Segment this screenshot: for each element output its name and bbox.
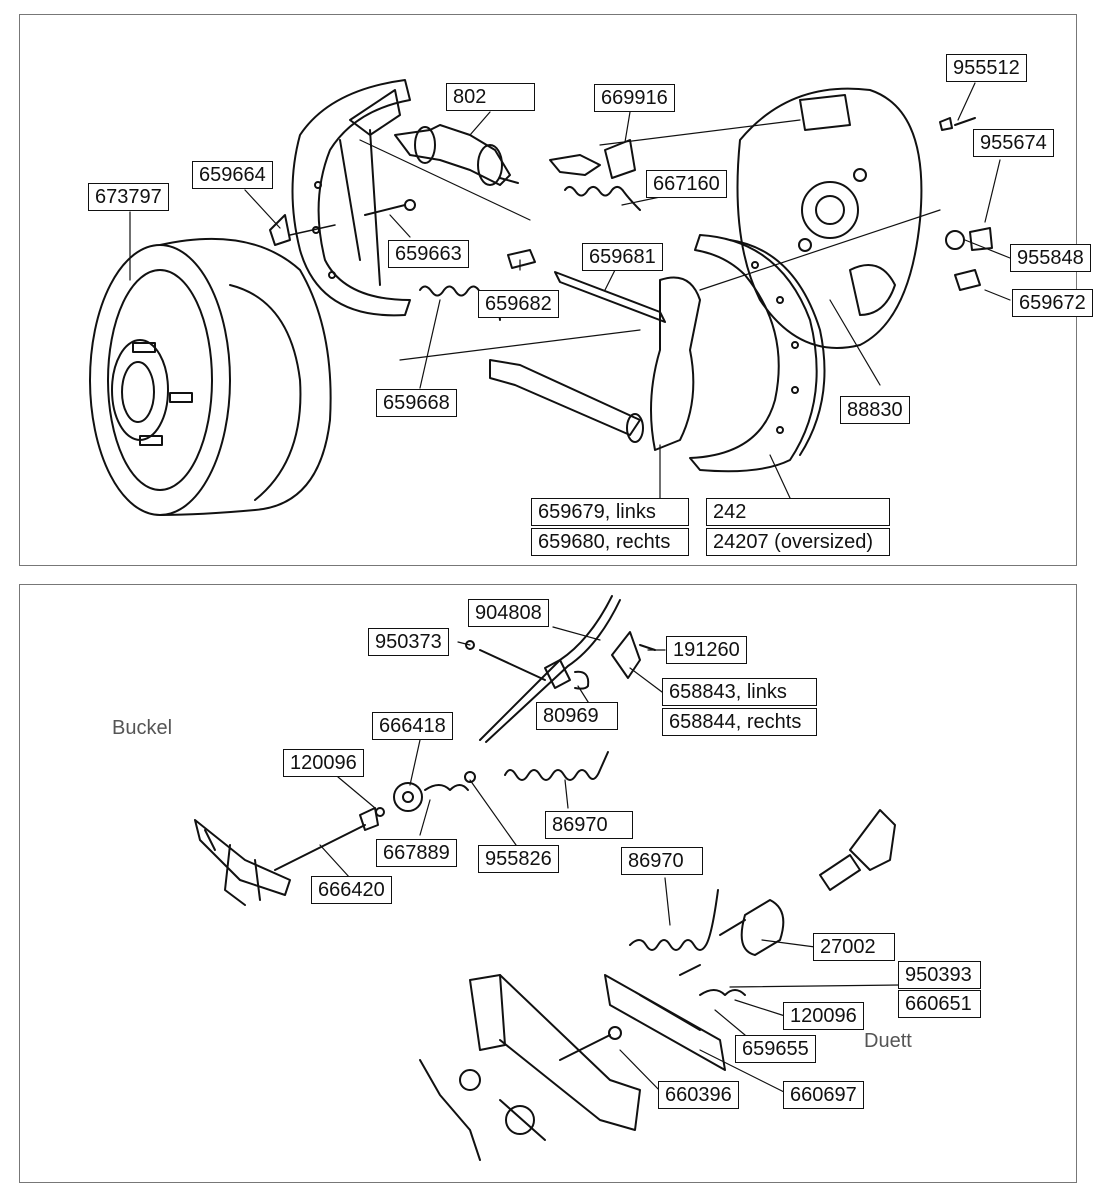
part-label-659664: 659664 [192,161,273,189]
part-label-955674: 955674 [973,129,1054,157]
part-label-659668: 659668 [376,389,457,417]
cable-bracket [611,631,641,679]
part-label-659663: 659663 [388,240,469,268]
part-label-802: 802 [446,83,535,111]
part-label-27002: 27002 [813,933,895,961]
retainer-clip [269,214,291,246]
part-label-242: 242 [706,498,890,526]
part-label-659672: 659672 [1012,289,1093,317]
wheel-cylinder [394,124,519,186]
part-label-659682: 659682 [478,290,559,318]
caption-duett: Duett [864,1030,912,1052]
part-label-955826: 955826 [478,845,559,873]
part-label-80969: 80969 [536,702,618,730]
part-label-660651: 660651 [898,990,981,1018]
adjuster-lever [489,276,701,451]
part-label-660396: 660396 [658,1081,739,1109]
backing-plate [736,87,923,349]
part-label-659680-rechts: 659680, rechts [531,528,689,556]
hold-down-pin [364,204,406,216]
part-label-658844-rechts: 658844, rechts [662,708,817,736]
part-label-950393: 950393 [898,961,981,989]
part-label-667889: 667889 [376,839,457,867]
part-label-669916: 669916 [594,84,675,112]
part-label-120096-duett: 120096 [783,1002,864,1030]
leader-lines-bottom [319,626,901,1096]
part-label-955512: 955512 [946,54,1027,82]
brake-drum [89,237,332,516]
part-label-88830: 88830 [840,396,910,424]
return-spring-upper [564,186,641,211]
part-label-667160: 667160 [646,170,727,198]
brake-shoe-left [291,79,411,317]
caption-buckel: Buckel [112,717,173,739]
leader-lines-top [129,82,1011,499]
part-label-904808: 904808 [468,599,549,627]
part-label-120096-buckel: 120096 [283,749,364,777]
adjuster-plate [604,139,636,179]
tension-spring-upper [504,751,609,781]
buckel-handbrake-lever [194,771,476,906]
equalizer-bracket [849,809,896,871]
part-label-659679-links: 659679, links [531,498,689,526]
part-label-86970-lower: 86970 [621,847,703,875]
part-label-191260: 191260 [666,636,747,664]
part-label-660697: 660697 [783,1081,864,1109]
part-label-666418: 666418 [372,712,453,740]
tension-spring-lower [629,889,719,951]
part-label-666420: 666420 [311,876,392,904]
duett-handbrake-lever [419,974,726,1161]
strut-bar [554,271,666,323]
part-label-24207-oversized: 24207 (oversized) [706,528,890,556]
part-label-950373: 950373 [368,628,449,656]
part-label-659655: 659655 [735,1035,816,1063]
part-label-673797: 673797 [88,183,169,211]
part-label-955848: 955848 [1010,244,1091,272]
part-label-86970-upper: 86970 [545,811,633,839]
part-label-659681: 659681 [582,243,663,271]
part-label-658843-links: 658843, links [662,678,817,706]
